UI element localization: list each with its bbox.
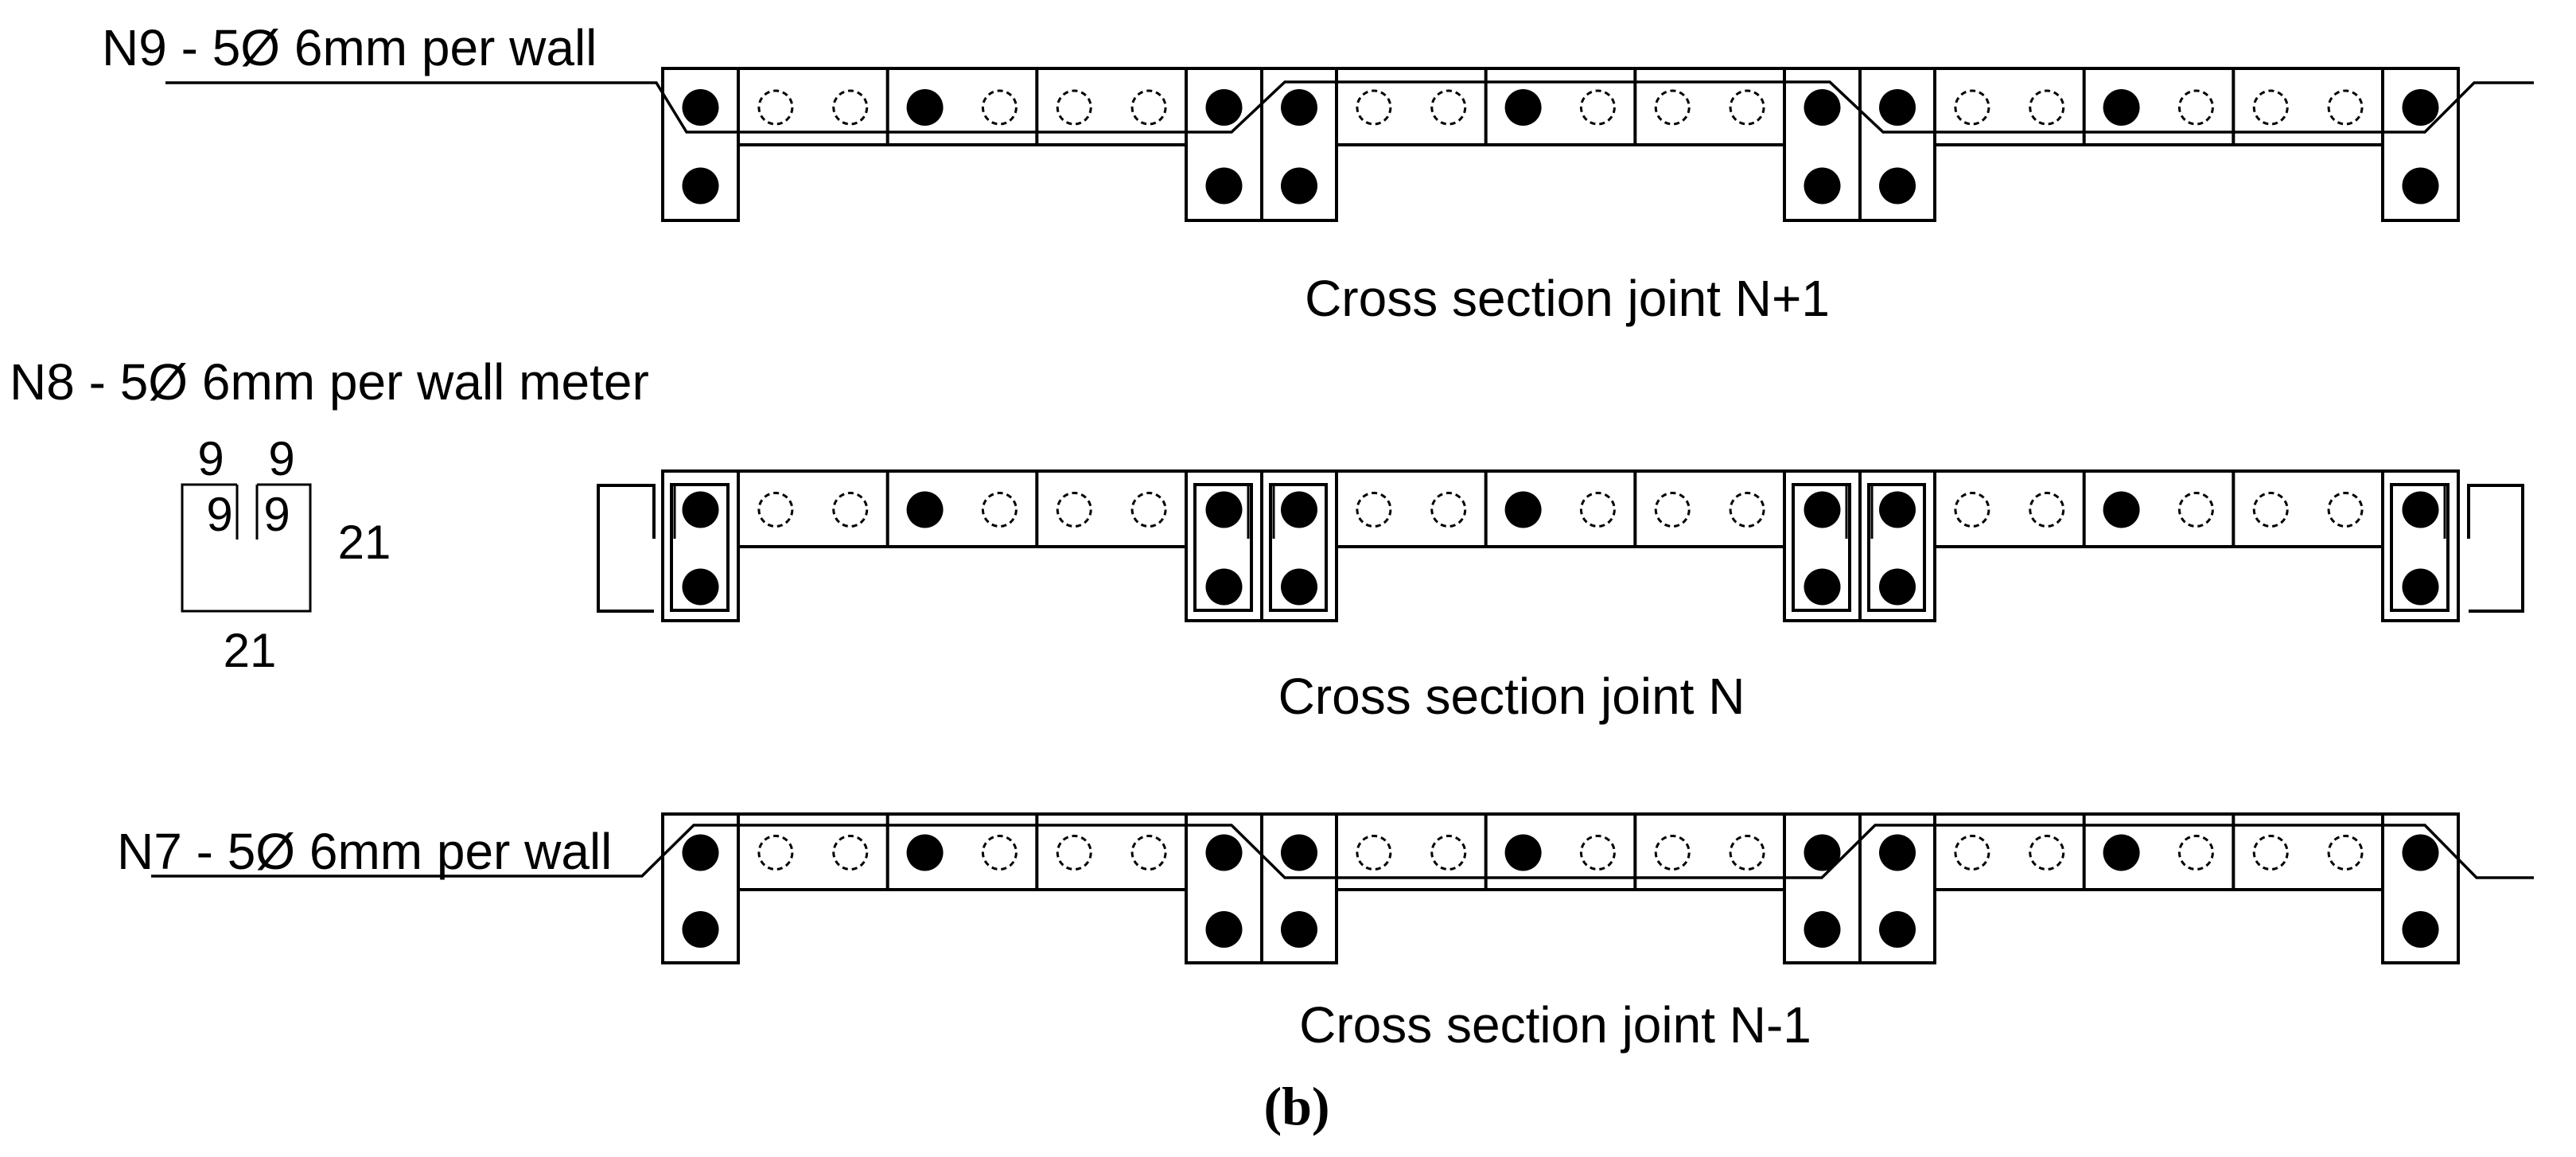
strip-joint-n-plus-1 [165, 67, 2534, 222]
dim-bottom-21: 21 [224, 624, 277, 677]
caption-joint-n-minus-1: Cross section joint N-1 [1299, 996, 1811, 1054]
label-n7: N7 - 5Ø 6mm per wall [117, 823, 612, 880]
dim-hook-inner-right: 9 [263, 488, 290, 541]
figure-sublabel: (b) [1263, 1076, 1329, 1136]
dim-hook-top-left: 9 [197, 432, 224, 485]
diagram-shapes [151, 67, 2534, 964]
strip-joint-n-minus-1 [151, 812, 2534, 964]
label-n9: N9 - 5Ø 6mm per wall [102, 19, 597, 76]
dim-hook-inner-left: 9 [206, 488, 232, 541]
stirrup-detail-square [181, 483, 312, 613]
strip-joint-n [597, 469, 2524, 622]
caption-joint-n-plus-1: Cross section joint N+1 [1305, 270, 1830, 327]
label-n8: N8 - 5Ø 6mm per wall meter [10, 353, 649, 411]
dim-side-21: 21 [338, 516, 391, 569]
dim-hook-top-right: 9 [268, 432, 294, 485]
caption-joint-n: Cross section joint N [1278, 668, 1745, 725]
